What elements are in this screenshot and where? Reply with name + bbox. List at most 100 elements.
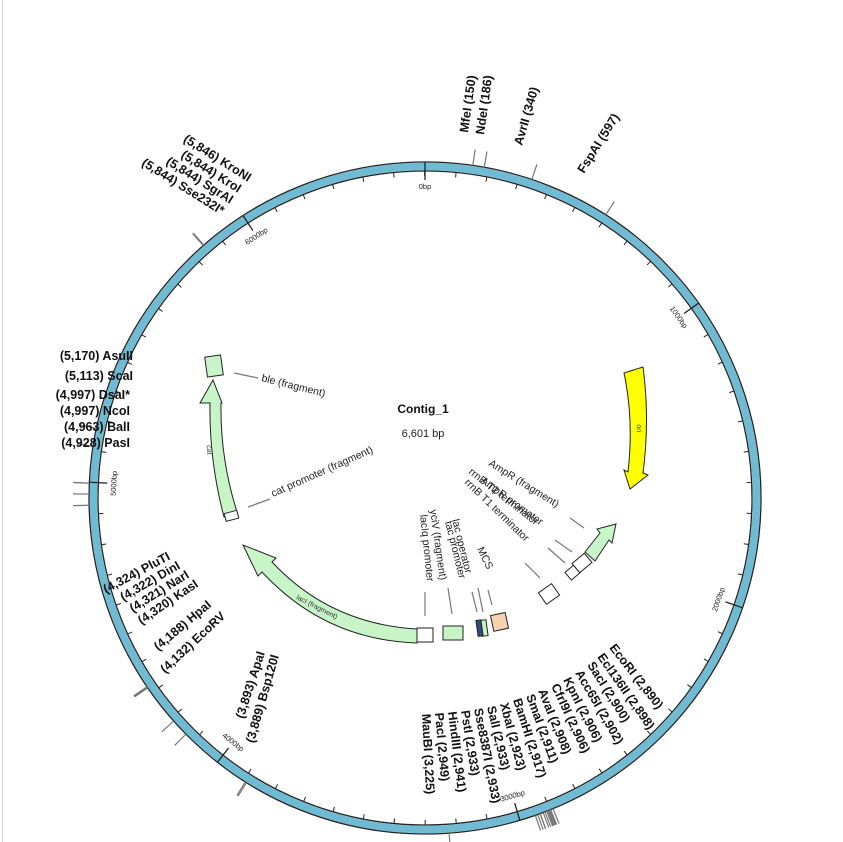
mcs-leader — [487, 589, 493, 606]
major-tick — [89, 481, 108, 484]
enzyme-label-scai: (5,113) ScaI — [65, 369, 133, 383]
cat-promoter-feature — [223, 509, 240, 523]
minor-tick — [141, 334, 147, 338]
minor-tick — [303, 796, 306, 802]
cat-label: cat — [205, 445, 213, 455]
major-tick — [242, 215, 254, 231]
minor-tick — [115, 603, 121, 606]
minor-tick — [703, 658, 709, 662]
lac-operator-leader — [477, 587, 484, 613]
enzyme-leader — [472, 149, 476, 166]
minor-tick — [158, 684, 164, 689]
enzyme-label-maubi: MauBI (3,225) — [419, 713, 437, 794]
tick-label: 4000bp — [221, 731, 246, 754]
enzyme-leader — [550, 809, 558, 825]
enzyme-leader — [547, 810, 555, 826]
enzyme-leader — [547, 810, 555, 826]
ori-feature — [623, 366, 649, 490]
tick-label: 1000bp — [668, 304, 690, 330]
minor-tick — [703, 334, 709, 338]
minor-tick — [737, 573, 743, 576]
minor-tick — [177, 708, 183, 713]
enzyme-leader — [448, 833, 451, 842]
enzyme-leader — [73, 481, 90, 484]
minor-tick — [729, 390, 735, 394]
ampr-fragment-feature — [584, 523, 617, 562]
rrnb-t1-leader — [524, 562, 541, 579]
minor-tick — [199, 730, 204, 736]
tick-label: 6000bp — [243, 226, 269, 247]
enzyme-leader — [539, 813, 547, 829]
major-tick — [725, 601, 743, 609]
minor-tick — [598, 768, 603, 774]
tac-promoter-feature — [475, 619, 484, 637]
minor-tick — [107, 573, 113, 576]
minor-tick — [101, 543, 107, 546]
cat-feature — [199, 378, 239, 518]
minor-tick — [158, 308, 163, 312]
enzyme-leader — [80, 424, 97, 429]
minor-tick — [687, 684, 692, 688]
minor-tick — [127, 631, 133, 635]
enzyme-label-dsai: (4,997) DsaI* — [56, 388, 130, 402]
minor-tick — [332, 184, 335, 190]
minor-tick — [743, 450, 749, 453]
map-length: 6,601 bp — [402, 428, 445, 440]
minor-tick — [274, 784, 279, 789]
enzyme-label-pasi: (4,928) PasI — [61, 436, 130, 450]
minor-tick — [737, 420, 743, 423]
tick-label: 2000bp — [710, 586, 727, 613]
enzyme-leader — [237, 782, 247, 797]
enzyme-leader — [236, 781, 246, 796]
tick-label: 0bp — [419, 182, 432, 191]
minor-tick — [222, 240, 227, 246]
enzyme-label-asuii: (5,170) AsuII — [60, 349, 133, 363]
minor-tick — [646, 260, 651, 266]
ble-leader — [233, 372, 259, 379]
minor-tick — [743, 543, 749, 545]
ble-fragment-feature — [204, 354, 224, 378]
enzyme-leader — [544, 811, 552, 828]
rrnb-t1-feature — [537, 582, 561, 606]
enzyme-leader — [192, 233, 204, 246]
ori-label: ori — [635, 424, 643, 433]
minor-tick — [598, 222, 603, 228]
minor-tick — [668, 708, 673, 713]
minor-tick — [127, 361, 133, 365]
enzyme-leader — [133, 686, 148, 697]
ampr-fragment-leader — [569, 517, 585, 529]
enzyme-leader — [531, 164, 538, 180]
tick-label: 5000bp — [109, 471, 119, 496]
minor-tick — [515, 184, 518, 190]
enzyme-leader — [552, 808, 560, 824]
minor-tick — [667, 283, 673, 288]
minor-tick — [623, 750, 628, 756]
ampr-promoter-leader — [554, 539, 573, 553]
enzyme-label-avrii: AvrII (340) — [511, 85, 541, 147]
minor-tick — [544, 194, 547, 200]
mcs-label: MCS — [474, 545, 495, 571]
enzyme-leader — [77, 443, 94, 447]
enzyme-leader — [534, 815, 542, 831]
minor-tick — [274, 207, 278, 213]
minor-tick — [141, 658, 147, 663]
minor-tick — [177, 283, 182, 288]
minor-tick — [101, 451, 107, 453]
rrnb-t2-leader — [547, 547, 566, 564]
minor-tick — [115, 390, 121, 394]
major-tick — [683, 302, 700, 315]
enzyme-leader — [133, 686, 148, 697]
enzyme-leader — [542, 812, 550, 828]
enzyme-leader — [483, 151, 488, 168]
tac-promoter-leader — [471, 591, 478, 613]
minor-tick — [362, 176, 365, 182]
mcs-feature — [489, 611, 510, 632]
enzyme-leader — [549, 809, 557, 825]
minor-tick — [485, 814, 488, 820]
minor-tick — [362, 814, 365, 820]
minor-tick — [485, 176, 488, 182]
enzyme-leader — [605, 200, 615, 216]
minor-ticks — [98, 170, 752, 826]
